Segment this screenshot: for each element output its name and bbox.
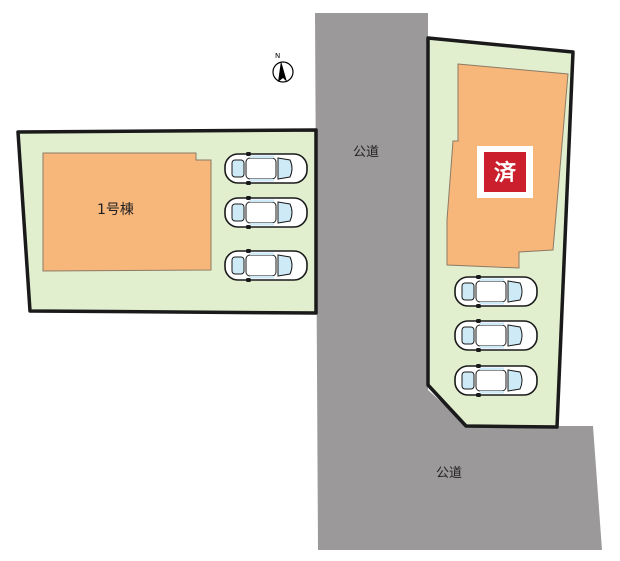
north-letter: N (275, 52, 280, 60)
car-east-3 (454, 364, 538, 397)
north-arrow-icon: N (272, 52, 294, 83)
car-east-2 (454, 319, 538, 352)
parking-cars (224, 152, 538, 397)
car-west-2 (224, 196, 308, 229)
car-west-1 (224, 152, 308, 185)
road-label-north-south: 公道 (353, 145, 379, 160)
sold-badge: 済 (477, 146, 533, 198)
public-road-north-south (315, 13, 602, 550)
car-west-3 (224, 249, 308, 282)
car-east-1 (454, 275, 538, 308)
building-west (42, 152, 212, 272)
building-west-label: 1号棟 (97, 202, 134, 218)
road-label-south: 公道 (436, 466, 462, 481)
sold-badge-text: 済 (494, 160, 517, 186)
